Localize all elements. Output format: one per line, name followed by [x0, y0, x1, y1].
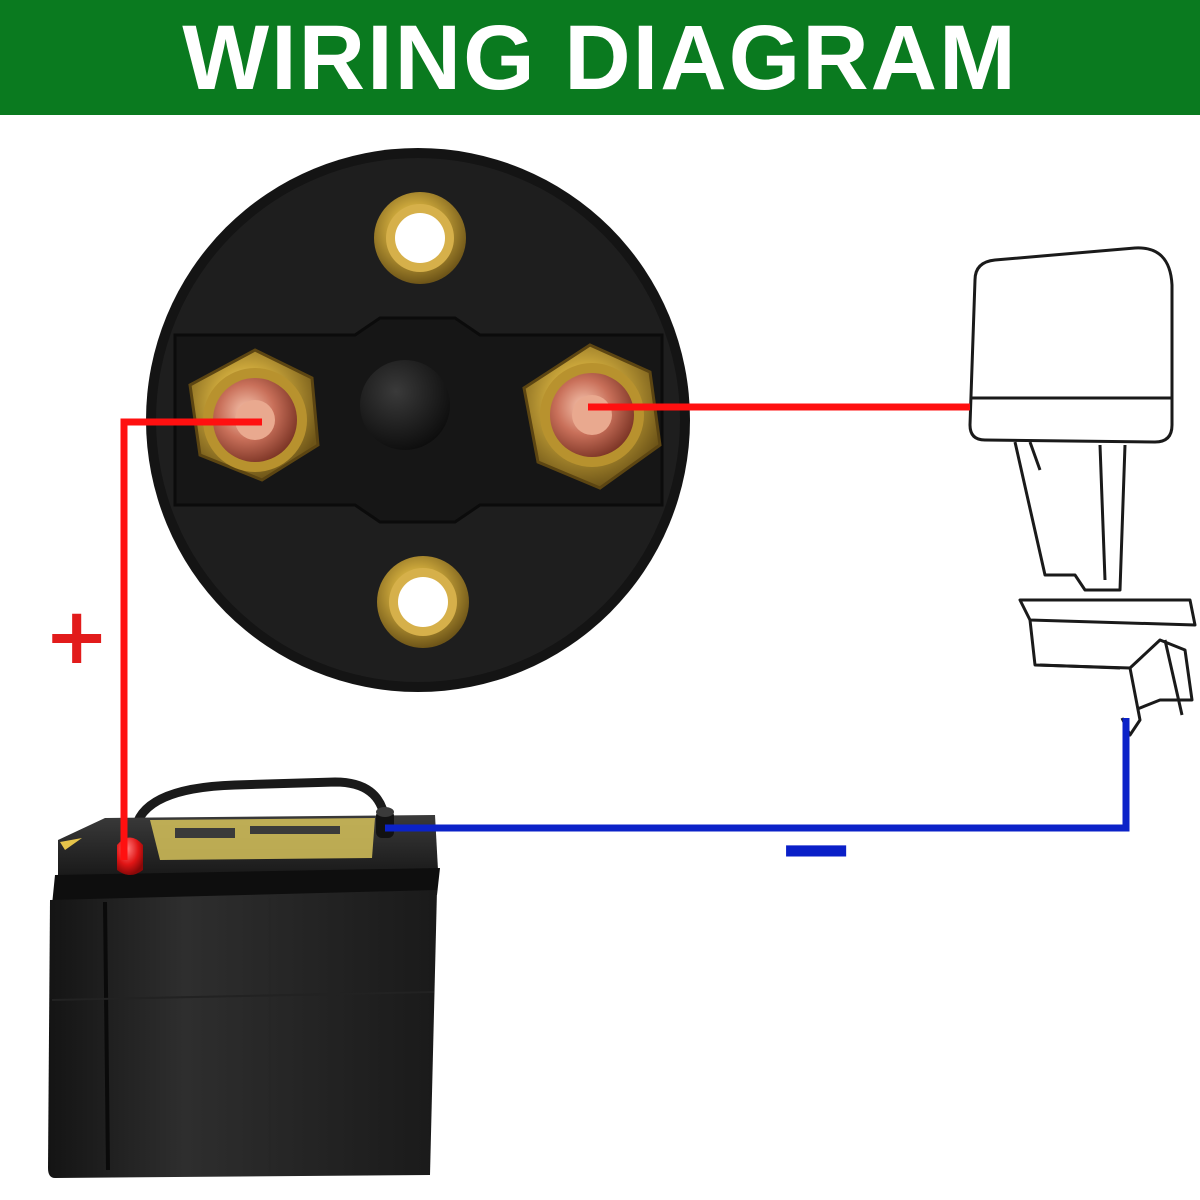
switch-terminal-right: [522, 343, 662, 490]
battery-negative-terminal: [376, 807, 394, 838]
page-title: WIRING DIAGRAM: [182, 6, 1018, 109]
mounting-grommet-top: [374, 192, 466, 284]
positive-label: +: [44, 592, 110, 682]
mounting-grommet-bottom: [377, 556, 469, 648]
negative-label: −: [776, 792, 857, 904]
outboard-motor: [968, 246, 1197, 737]
battery: [48, 777, 440, 1178]
battery-disconnect-switch: [146, 148, 690, 692]
positive-wire: [120, 403, 970, 860]
negative-wire: [385, 718, 1130, 832]
switch-knob: [360, 360, 450, 450]
title-banner: WIRING DIAGRAM: [0, 0, 1200, 115]
